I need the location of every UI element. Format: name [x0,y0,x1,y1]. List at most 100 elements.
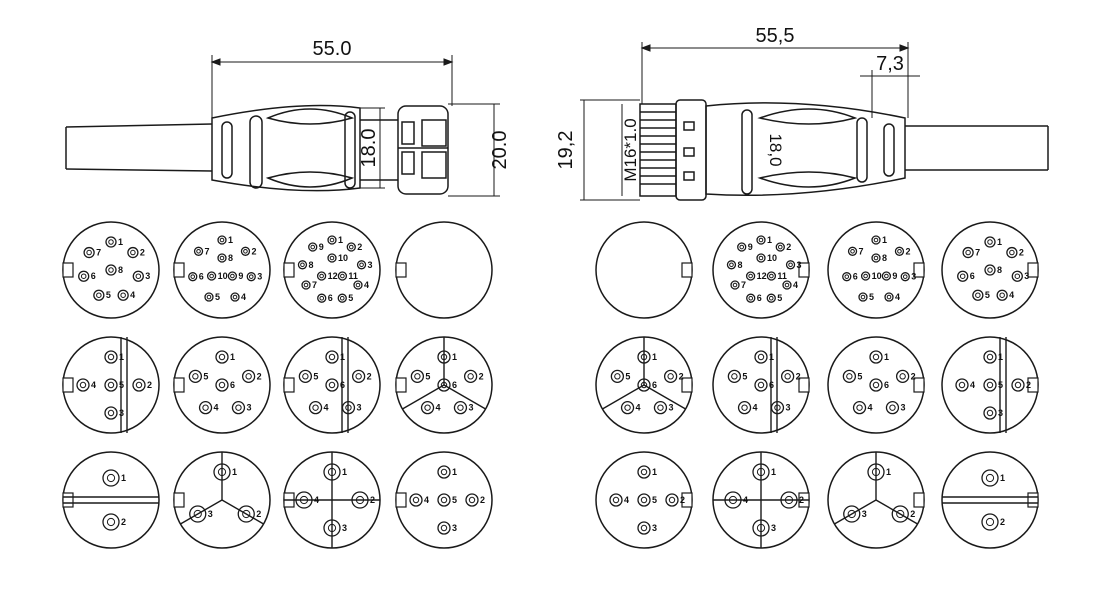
pin-number-label: 9 [748,242,753,252]
pin-inner-ring [624,404,631,411]
pin-inner-ring [640,524,648,532]
pin-number-label: 2 [1019,248,1024,258]
pin-number-label: 1 [997,237,1002,247]
pin-inner-ring [230,273,235,279]
pin-inner-ring [327,523,337,533]
pin-inner-ring [108,267,114,273]
contact-pin: 8 [217,253,233,263]
pin-number-label: 6 [199,272,204,282]
keyway-notch [62,492,74,508]
pin-inner-ring [769,273,774,279]
pin-inner-ring [987,267,993,273]
pin-number-label: 12 [757,271,767,281]
keyway-notch [798,262,810,278]
pin-number-label: 5 [998,380,1003,390]
pin-outer-ring [93,289,105,301]
pin-outer-ring [884,292,894,302]
pin-number-label: 3 [771,523,776,533]
pin-number-label: 2 [257,371,262,381]
pin-inner-ring [468,496,476,504]
contact-pin: 1 [637,350,657,364]
pin-outer-ring [894,246,905,256]
pin-number-label: 7 [205,246,210,256]
contact-pin: 1 [437,350,457,364]
contact-pin: 3 [453,401,473,415]
contact-pin: 4 [117,289,135,301]
pin-number-label: 2 [140,248,145,258]
pin-number-label: 10 [218,271,228,281]
pin-number-label: 6 [452,380,457,390]
contact-pin: 1 [215,350,235,364]
pin-inner-ring [412,496,420,504]
pin-outer-ring [842,272,852,282]
pin-number-label: 6 [340,380,345,390]
pin-outer-ring [301,280,311,290]
pin-inner-ring [107,353,115,361]
pin-inner-ring [107,409,115,417]
pin-inner-ring [897,248,902,254]
pin-outer-ring [746,293,756,303]
left-connector-side-view [65,55,500,197]
pin-number-label: 2 [799,495,804,505]
left-nut-diameter-dimension: 20.0 [489,131,511,170]
contact-pin: 5 [983,378,1003,392]
pin-number-label: 7 [741,280,746,290]
contact-pin: 3 [132,270,150,282]
pin-number-label: 1 [230,352,235,362]
pin-inner-ring [424,404,431,411]
pin-inner-ring [299,495,309,505]
contact-pin: 9 [881,271,897,281]
pin-outer-ring [871,235,881,245]
pin-number-label: 6 [328,293,333,303]
pin-inner-ring [243,248,248,254]
pin-number-label: 3 [257,272,262,282]
pin-outer-ring [1011,378,1025,392]
contact-pin: 11 [337,271,358,281]
face-outline [395,221,493,319]
pin-inner-ring [768,295,774,301]
pin-outer-ring [105,236,117,248]
contact-pin: 5 [437,493,457,507]
contact-pin: 1 [867,463,891,481]
contact-pin: 3 [1011,270,1029,282]
pin-inner-ring [731,373,738,380]
right-thread [639,103,677,197]
contact-pin: 9 [227,271,243,281]
pin-outer-ring [231,401,246,415]
pin-inner-ring [106,473,116,483]
pin-number-label: 4 [436,403,441,413]
left-coupling-nut [360,105,449,195]
pin-inner-ring [135,381,143,389]
pin-number-label: 1 [771,467,776,477]
pin-outer-ring [637,378,651,392]
pin-number-label: 4 [895,292,900,302]
pin-outer-ring [317,293,327,303]
pin-outer-ring [665,493,679,507]
pin-number-label: 1 [452,467,457,477]
pin-number-label: 9 [319,242,324,252]
pin-outer-ring [754,350,768,364]
pin-inner-ring [847,509,856,519]
pin-number-label: 4 [324,403,329,413]
pin-number-label: 1 [1000,473,1005,483]
pin-inner-ring [886,294,892,300]
pin-inner-ring [108,239,114,245]
right-thread-length-dimension: 7,3 [876,53,904,75]
pin-outer-ring [637,493,651,507]
pin-outer-ring [105,264,117,276]
pin-outer-ring [325,378,339,392]
pin-number-label: 5 [425,371,430,381]
pin-number-label: 1 [884,352,889,362]
pin-outer-ring [327,235,337,245]
pin-number-label: 4 [314,495,319,505]
pin-outer-ring [745,271,756,281]
pin-inner-ring [355,495,365,505]
pin-outer-ring [983,406,997,420]
pin-inner-ring [871,467,881,477]
pin-number-label: 6 [757,293,762,303]
left-face-2-0: 12 [62,451,160,549]
